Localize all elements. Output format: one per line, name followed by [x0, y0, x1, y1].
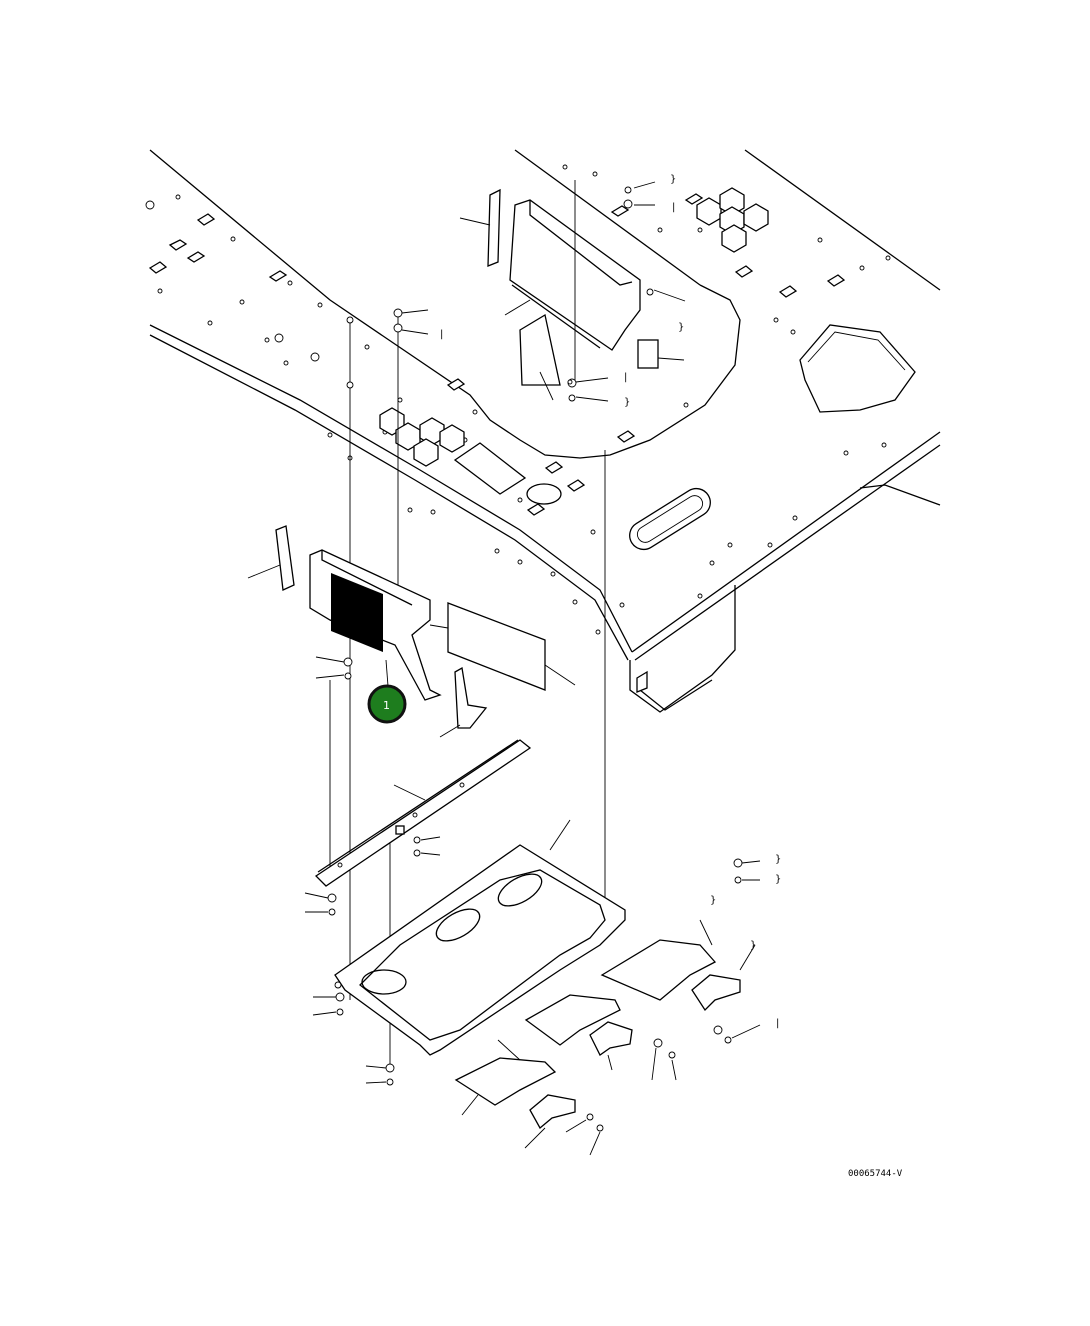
upper-frame-plate	[149, 149, 941, 713]
callout-1-badge[interactable]	[367, 684, 407, 724]
ref-mark: }	[775, 854, 781, 865]
hex-nut-cluster-right	[696, 187, 769, 253]
rubber-stops	[524, 944, 756, 1149]
callout-1[interactable]: 1	[367, 659, 407, 724]
grille-cover	[247, 525, 576, 738]
frame-clip-blocks	[148, 193, 846, 693]
ref-mark: }	[624, 397, 630, 408]
callout-1-label: 1	[383, 699, 390, 712]
ref-mark: |	[672, 202, 675, 213]
drawing-reference-code: 00065744-V	[848, 1169, 903, 1179]
ref-mark: }	[670, 174, 676, 185]
reference-marks: } | } | } | } } } } |	[440, 174, 781, 1029]
cross-bar	[304, 739, 532, 916]
bottom-cover-plate	[312, 819, 626, 1086]
frame-bolt-holes	[145, 164, 891, 635]
ref-mark: |	[776, 1018, 779, 1029]
lower-brackets	[454, 919, 717, 1116]
ref-mark: }	[775, 874, 781, 885]
ref-mark: }	[750, 940, 756, 951]
hardware-bolts	[565, 379, 761, 1156]
ref-mark: }	[678, 322, 684, 333]
assembly-guide-lines	[329, 308, 606, 1070]
ref-mark: }	[710, 895, 716, 906]
hex-nut-cluster-left	[379, 407, 465, 467]
ref-mark: |	[624, 372, 627, 383]
ref-mark: |	[440, 329, 443, 340]
upper-bracket-assembly	[459, 180, 686, 402]
